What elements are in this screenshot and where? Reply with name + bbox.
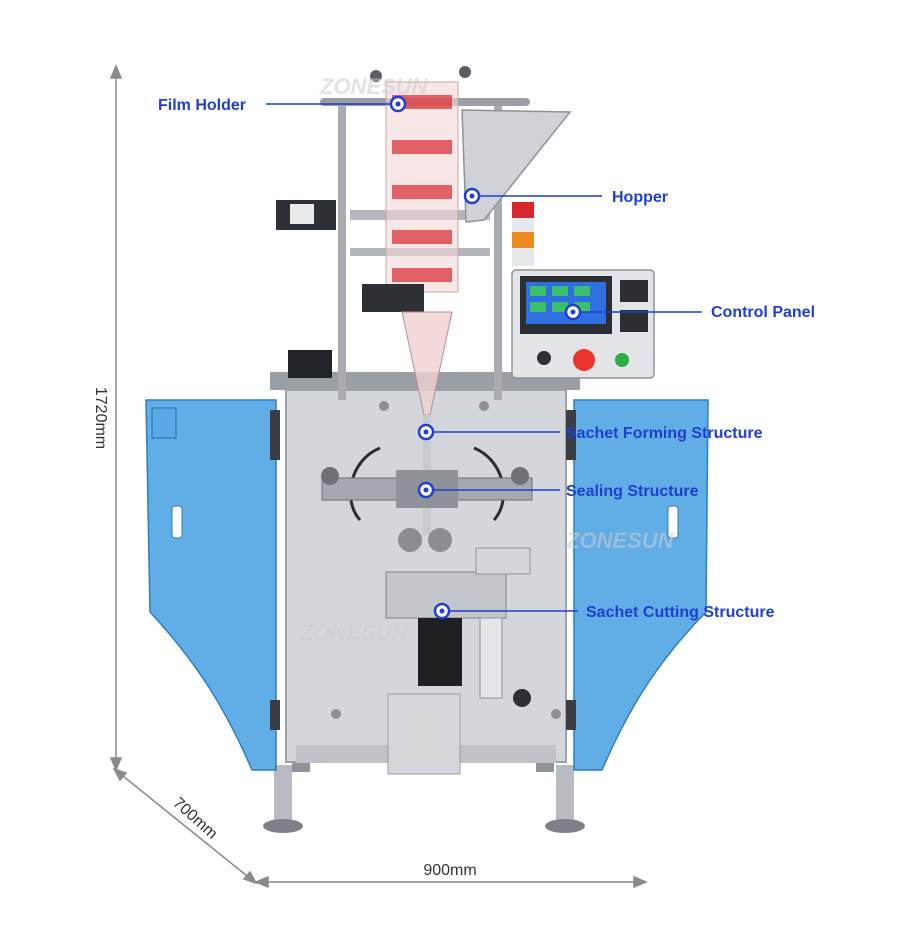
cutting-unit [385, 547, 531, 775]
label-hopper: Hopper [612, 189, 668, 206]
side-doors [145, 399, 709, 771]
dimension-lines [109, 64, 648, 889]
motor [276, 200, 424, 378]
discharge-chute [387, 693, 461, 775]
watermark-right: ZONESUN [565, 528, 675, 553]
label-control-panel: Control Panel [711, 304, 815, 321]
left-door-handle [171, 505, 183, 539]
control-panel-box [511, 269, 655, 379]
alarm-light [512, 202, 534, 266]
hopper-body [461, 109, 572, 223]
label-sachet-cutting-structure: Sachet Cutting Structure [586, 604, 775, 621]
dimension-depth: 700mm [169, 794, 220, 842]
upper-frame [320, 66, 530, 400]
dimension-width: 900mm [423, 862, 476, 879]
label-film-holder: Film Holder [158, 97, 246, 114]
warning-label [151, 407, 177, 439]
start-button [615, 353, 629, 367]
watermark-top: ZONESUN [319, 74, 429, 99]
dimension-height: 1720mm [92, 387, 109, 449]
emergency-stop [573, 349, 595, 371]
watermark-left: ZONESUN [299, 620, 409, 645]
right-door-handle [667, 505, 679, 539]
label-sealing-structure: Sealing Structure [566, 483, 699, 500]
right-door [573, 399, 709, 771]
selector-switch [537, 351, 551, 365]
left-door [145, 399, 277, 771]
callout-lines [266, 103, 702, 612]
callout-markers [389, 95, 582, 620]
label-sachet-forming-structure: Sachet Forming Structure [566, 425, 763, 442]
